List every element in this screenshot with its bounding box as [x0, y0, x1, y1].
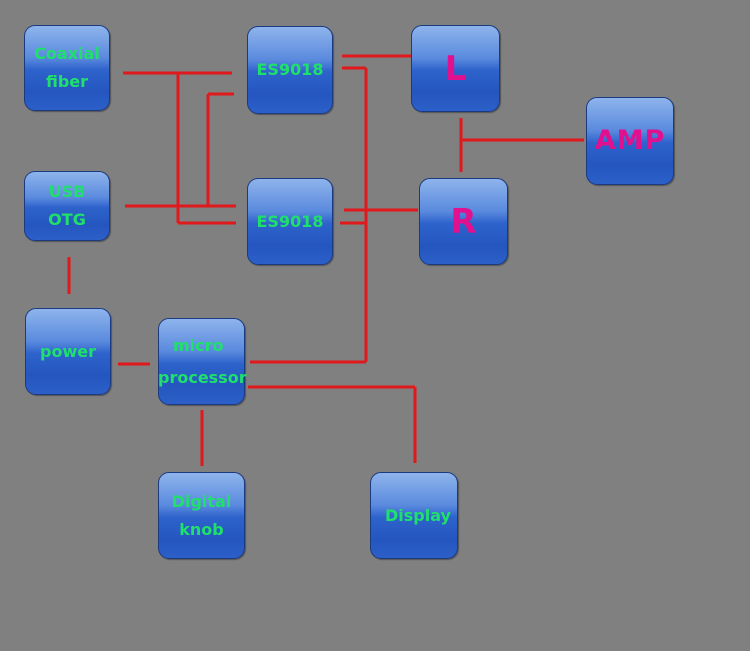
block-left-channel: L — [411, 25, 500, 112]
block-knob-label-line1: Digital — [171, 491, 232, 511]
block-micro-label-line2: processor — [158, 367, 247, 387]
block-dac-bottom-label: ES9018 — [256, 211, 324, 231]
block-display: Display — [370, 472, 458, 559]
block-right-channel: R — [419, 178, 508, 265]
block-knob-label-line2: knob — [179, 519, 224, 539]
block-usb-label-line1: USB — [48, 182, 86, 201]
block-amp-label: AMP — [594, 125, 666, 156]
block-display-label: Display — [385, 505, 451, 525]
block-left-label: L — [444, 48, 467, 89]
block-dac-bottom: ES9018 — [247, 178, 333, 265]
block-micro-label-line1: micro — [173, 335, 224, 355]
block-digital-knob: Digital knob — [158, 472, 245, 559]
block-usb-label-line2: OTG — [48, 210, 86, 229]
block-usb-otg: USB OTG — [24, 171, 110, 241]
block-dac-top: ES9018 — [247, 26, 333, 114]
block-power: power — [25, 308, 111, 395]
block-coaxial-label-line1: Coaxial — [34, 44, 100, 63]
block-microprocessor: micro processor — [158, 318, 247, 405]
block-coaxial-label-line2: fiber — [45, 72, 89, 91]
block-power-label: power — [40, 341, 96, 361]
block-amp: AMP — [586, 97, 674, 185]
block-right-label: R — [450, 201, 477, 242]
block-dac-top-label: ES9018 — [256, 60, 324, 79]
block-coaxial-fiber: Coaxial fiber — [24, 25, 110, 111]
